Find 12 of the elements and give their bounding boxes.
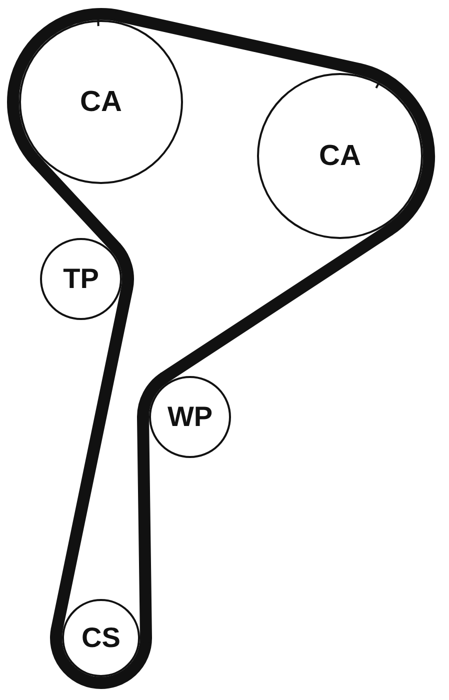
belt-segment	[158, 224, 395, 384]
pulley-label: TP	[63, 265, 99, 293]
pulley-circle	[257, 73, 423, 239]
pulley-label: WP	[167, 403, 213, 431]
pulley-circle	[40, 238, 122, 320]
pulley-label: CA	[80, 88, 122, 116]
belt-segment	[30, 156, 122, 254]
pulley-label: CS	[82, 624, 120, 652]
pulley-circle	[149, 376, 231, 458]
pulley-circle	[19, 20, 183, 184]
pulley-label: CA	[319, 142, 361, 170]
pulley-circle	[62, 599, 140, 677]
